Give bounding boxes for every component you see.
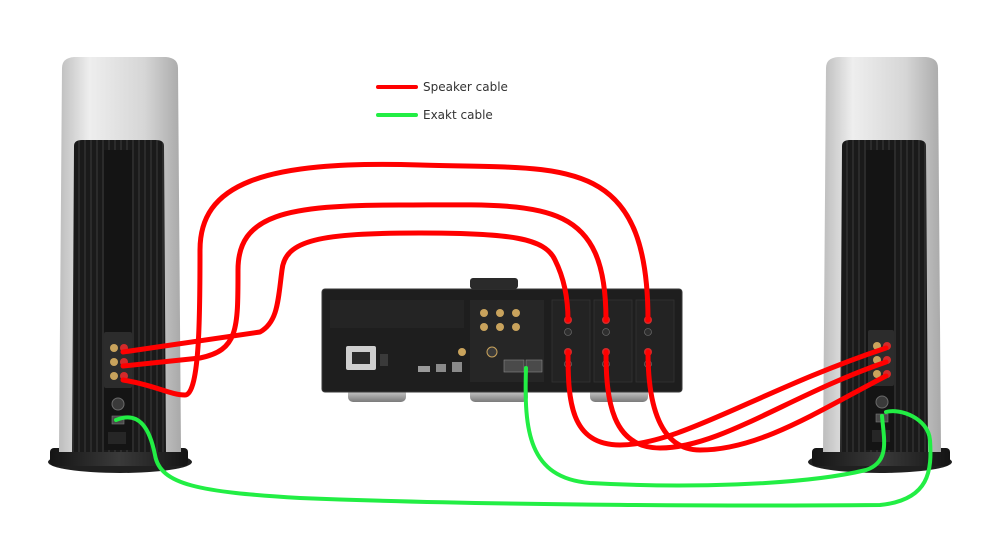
speaker-cable-right-3 xyxy=(645,349,889,453)
ethernet-port-icon[interactable] xyxy=(503,359,525,373)
amplifier-module-2 xyxy=(593,299,633,383)
speaker-cable-right-2 xyxy=(603,349,889,451)
exakt-cable-left-to-right xyxy=(114,409,933,508)
usb-port-icon[interactable] xyxy=(418,366,430,372)
ethernet-port-icon[interactable] xyxy=(525,359,543,373)
amplifier-unit xyxy=(321,278,683,402)
exakt-cable-amp-to-right xyxy=(523,366,887,488)
left-speaker xyxy=(48,57,192,473)
speaker-cable-left-1 xyxy=(120,161,651,398)
rca-connector-icon[interactable] xyxy=(458,309,520,358)
speaker-cable-left-2 xyxy=(120,202,609,369)
exakt-cables xyxy=(114,366,933,508)
xlr-connector-icon[interactable] xyxy=(111,397,125,411)
xlr-connector-icon[interactable] xyxy=(875,395,889,409)
power-socket-icon[interactable] xyxy=(346,346,376,370)
amplifier-module-3 xyxy=(635,299,675,383)
legend-exakt-label: Exakt cable xyxy=(423,108,493,122)
right-speaker xyxy=(808,57,952,473)
legend: Speaker cable Exakt cable xyxy=(376,80,508,122)
legend-speaker-label: Speaker cable xyxy=(423,80,508,94)
speaker-cables xyxy=(120,161,889,453)
amplifier-module-1 xyxy=(551,299,591,383)
speaker-cable-left-3 xyxy=(120,230,571,355)
